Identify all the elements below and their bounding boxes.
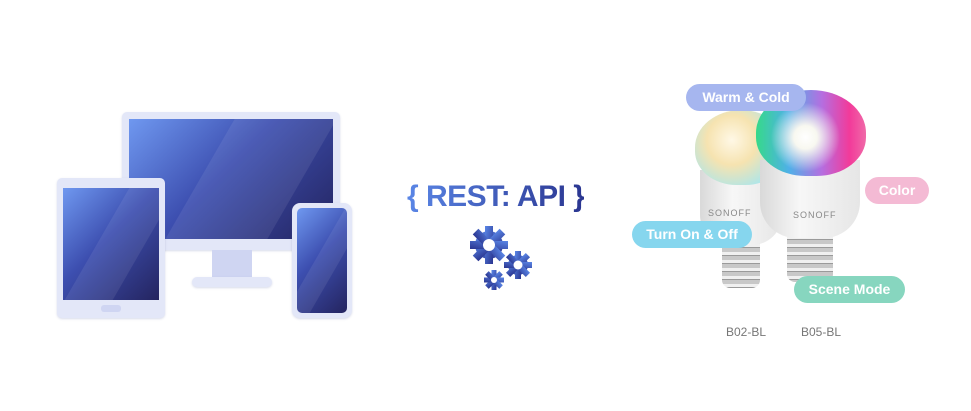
smartphone-icon bbox=[292, 203, 352, 318]
sonoff-logo: SONOFF bbox=[793, 210, 837, 220]
rest-api-title: { REST: API } bbox=[407, 180, 585, 213]
model-label-b02: B02-BL bbox=[726, 325, 767, 339]
feature-warm-cold: Warm & Cold bbox=[686, 84, 806, 111]
sonoff-logo: SONOFF bbox=[708, 208, 752, 218]
feature-turn-on-off: Turn On & Off bbox=[632, 221, 752, 248]
feature-color: Color bbox=[865, 177, 929, 204]
gears-icon bbox=[470, 226, 532, 290]
tablet-icon bbox=[57, 178, 165, 318]
feature-scene-mode: Scene Mode bbox=[794, 276, 905, 303]
model-label-b05: B05-BL bbox=[801, 325, 842, 339]
